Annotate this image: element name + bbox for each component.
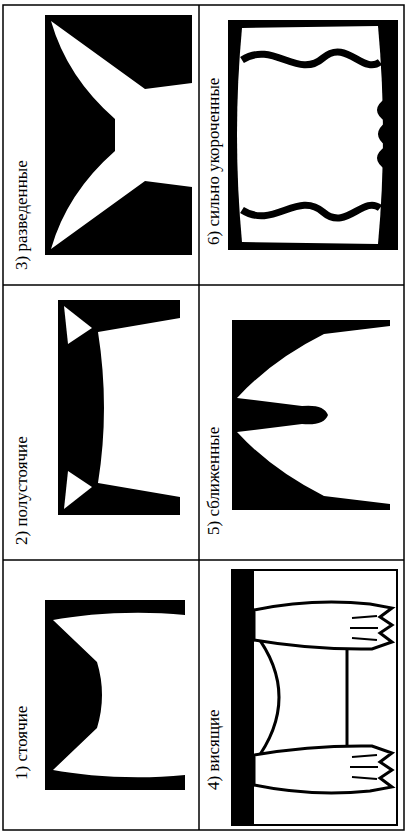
table-cell-label: 6) сильно укороченные [204, 78, 224, 245]
table-cell-label: 5) сближенные [204, 427, 224, 535]
table-cell-label: 4) висящие [204, 709, 224, 790]
table-cell-label: 1) стоячие [12, 706, 32, 780]
table-cell-label: 3) разведенные [12, 160, 32, 270]
table-cell-label: 2) полустоячие [12, 436, 32, 545]
